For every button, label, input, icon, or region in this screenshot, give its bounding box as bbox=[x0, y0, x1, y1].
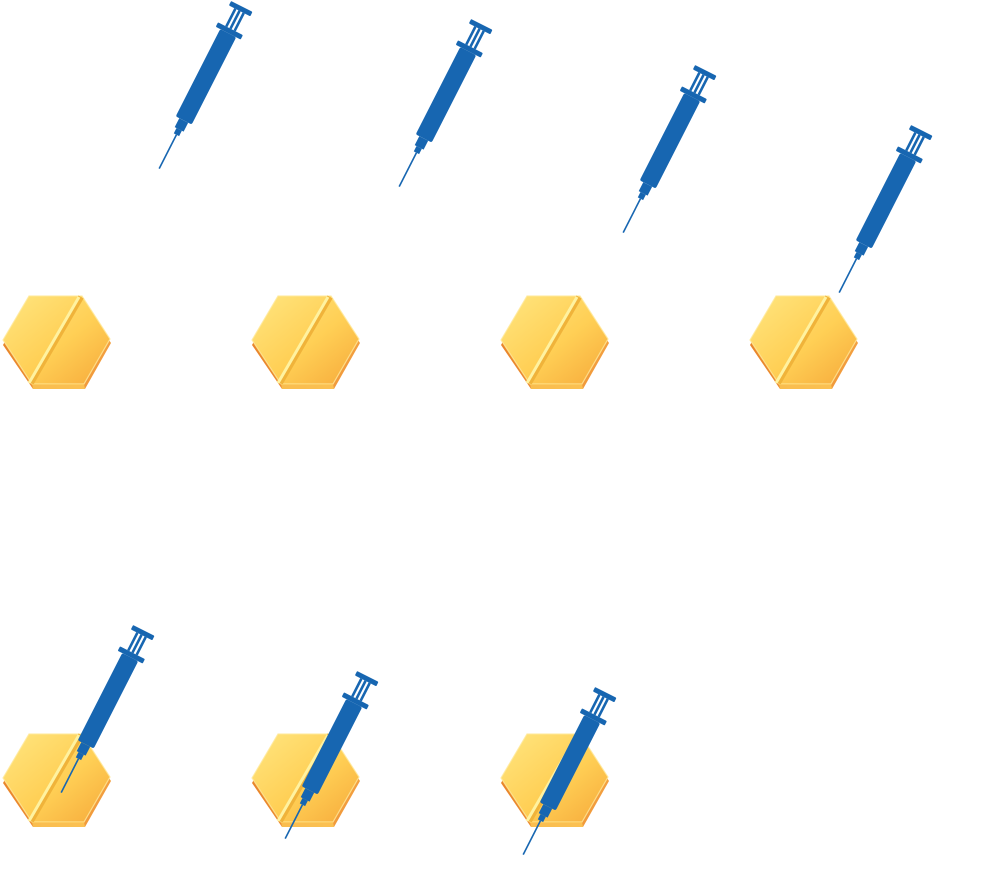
frame-1 bbox=[3, 0, 256, 389]
frame-2 bbox=[252, 17, 496, 389]
hexagonal-tablet-icon bbox=[3, 296, 111, 389]
frame-6 bbox=[252, 669, 382, 846]
frame-5 bbox=[3, 623, 158, 827]
frame-7 bbox=[501, 685, 620, 862]
hexagonal-tablet-icon bbox=[3, 734, 111, 827]
syringe-icon bbox=[825, 123, 936, 300]
syringe-icon bbox=[609, 63, 720, 240]
syringe-icon bbox=[385, 17, 496, 194]
frame-4 bbox=[750, 123, 936, 389]
hexagonal-tablet-icon bbox=[252, 296, 360, 389]
hexagonal-tablet-icon bbox=[501, 296, 609, 389]
syringe-icon bbox=[145, 0, 256, 176]
hexagonal-tablet-icon bbox=[750, 296, 858, 389]
frame-3 bbox=[501, 63, 720, 389]
